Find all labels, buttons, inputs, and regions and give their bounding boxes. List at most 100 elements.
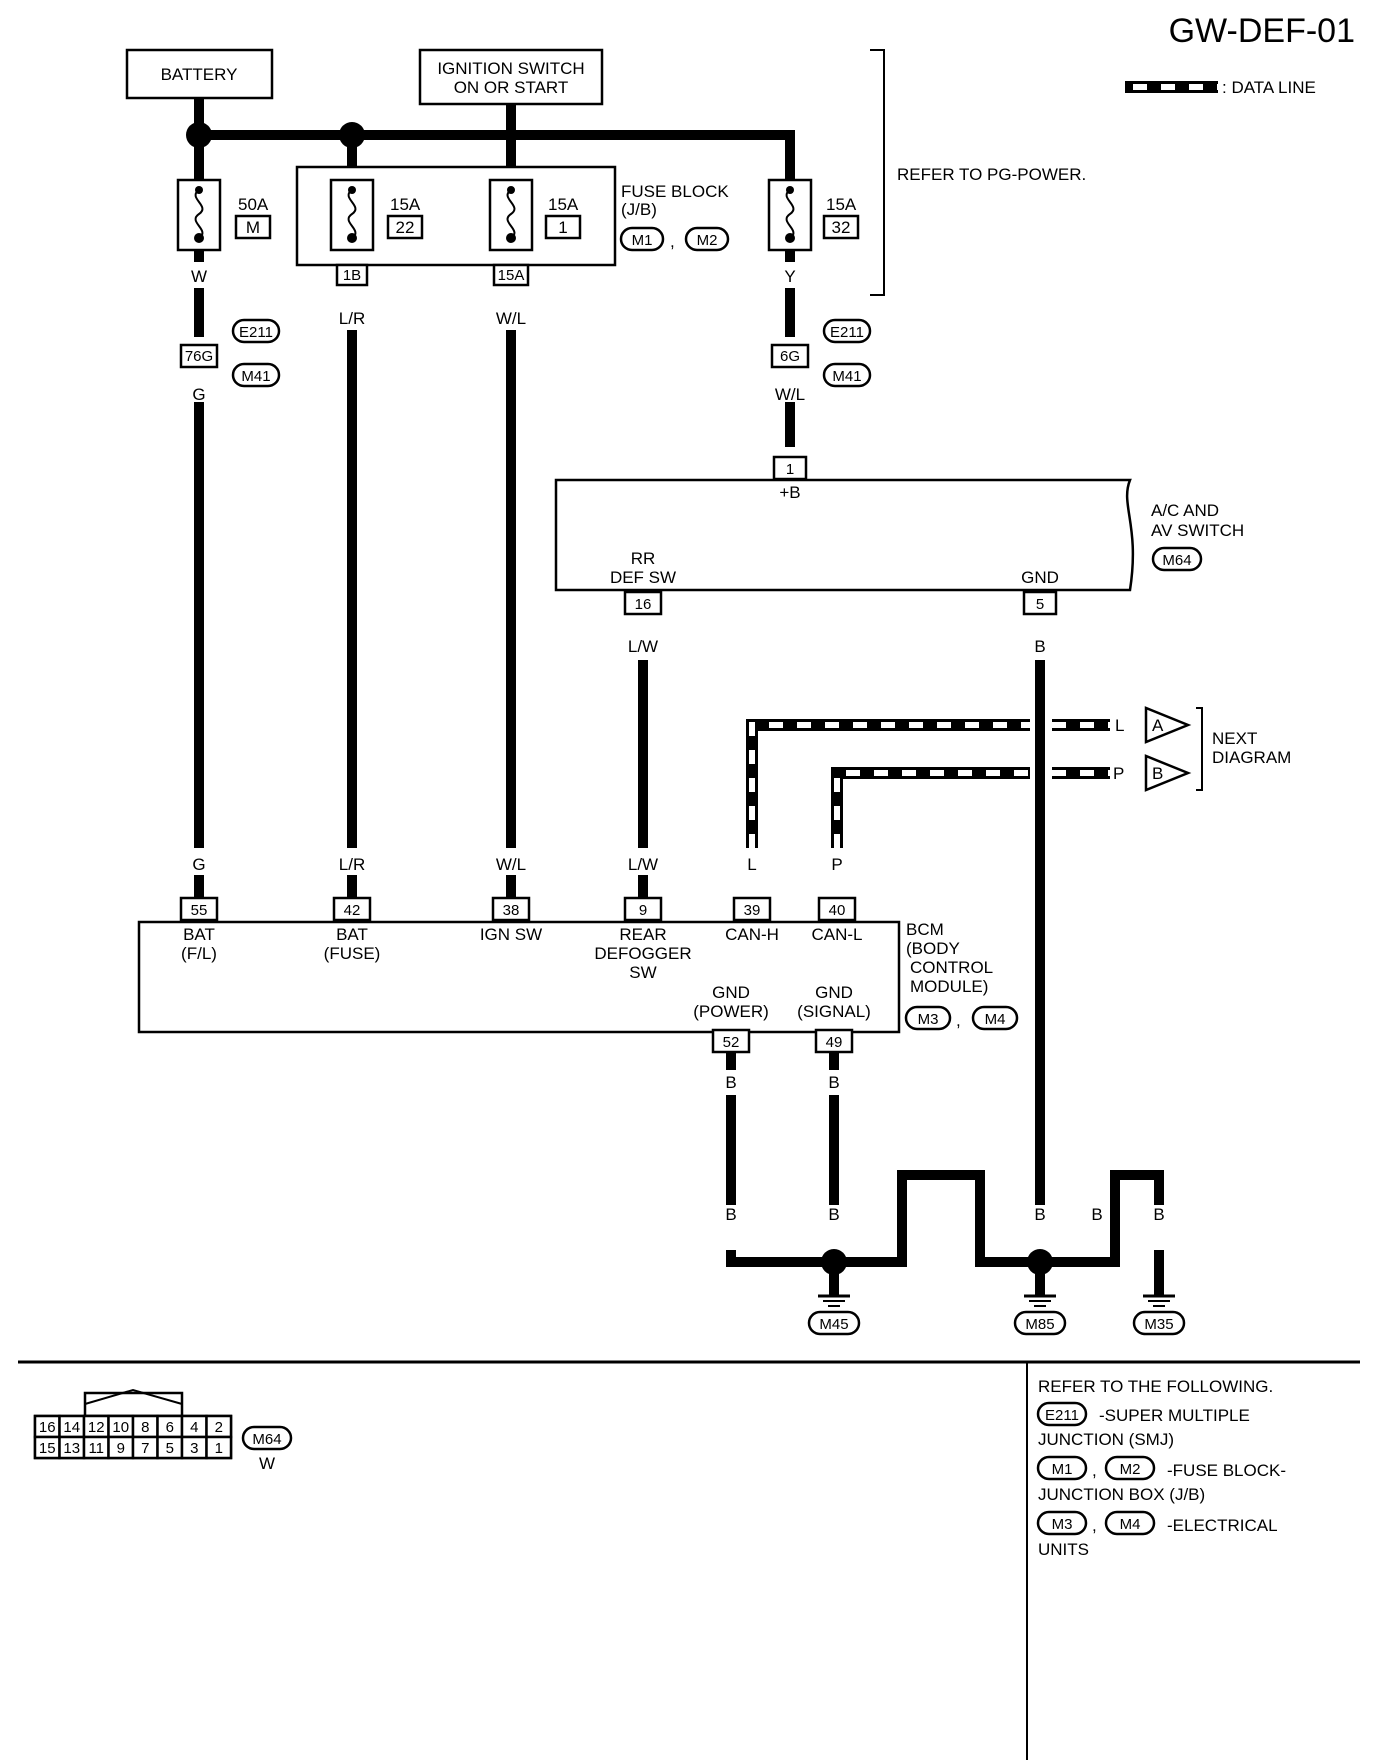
connector-pin-number: 5: [166, 1440, 174, 1457]
fuse2-id: 22: [396, 218, 415, 237]
fuse3-conn-box: [492, 263, 530, 287]
gnd-wire-b2: B: [828, 1205, 839, 1224]
connector-color: W: [259, 1454, 275, 1473]
bcm-pin-number: 42: [344, 902, 361, 919]
can-h-data-line: [746, 719, 1110, 848]
fuse-block-conn2: M2: [697, 232, 718, 249]
pg-power-bracket: [870, 49, 885, 296]
fuse2-conn-box: [335, 263, 369, 287]
ac-pin16-label-1: RR: [631, 549, 656, 568]
can-l-data-line: [831, 767, 1110, 848]
next-a-letter: A: [1152, 716, 1164, 735]
fuse3-id-box: [544, 214, 582, 240]
bcm-pin-wire-color: P: [831, 855, 842, 874]
bcm-pin-box: [732, 896, 772, 922]
refer2-conn-2: M2: [1120, 1461, 1141, 1478]
junction-left-bot-pill: [231, 362, 281, 388]
connector-pin-number: 16: [39, 1419, 56, 1436]
refer2-text-1: -FUSE BLOCK-: [1167, 1461, 1286, 1480]
bcm-pin-label: BAT: [336, 925, 368, 944]
ac-switch-body: [554, 478, 1135, 592]
fuse3-conn: 15A: [498, 267, 525, 284]
bcm-name-1: BCM: [906, 920, 944, 939]
junction-right-top-pill: [822, 318, 872, 344]
gnd-wire-b6: B: [1091, 1205, 1102, 1224]
gnd-wire-52: B: [725, 1073, 736, 1092]
ground-m85-pill: [1013, 1310, 1067, 1336]
ac-switch-name-2: AV SWITCH: [1151, 521, 1244, 540]
gnd-wire-b7: B: [1153, 1205, 1164, 1224]
bcm-gnd-power-2: (POWER): [693, 1002, 769, 1021]
fuse4-wire-color: Y: [784, 267, 795, 286]
ac-pin5-box: [1022, 590, 1058, 616]
refer3-text-1: -ELECTRICAL: [1167, 1516, 1278, 1535]
fuse1-id-box: [234, 214, 272, 240]
bcm-pin-label: DEFOGGER: [594, 944, 691, 963]
ac-gnd-wire: B: [1034, 637, 1045, 656]
bcm-pin-wire-color: L/W: [628, 855, 658, 874]
fuse2-id-box: [386, 214, 424, 240]
bcm-conn1-pill: [904, 1005, 952, 1031]
bcm-conn2-pill: [971, 1005, 1019, 1031]
fuse-15a-1: [488, 178, 534, 252]
ground-wires: [726, 1095, 1164, 1295]
ignition-bus-wire: [352, 130, 795, 180]
bcm-gnd-signal-2: (SIGNAL): [797, 1002, 871, 1021]
junction-right-wire: W/L: [775, 385, 805, 404]
ac-pin5-label: GND: [1021, 568, 1059, 587]
bcm-pin-number: 39: [744, 902, 761, 919]
battery-label: BATTERY: [161, 65, 238, 84]
refer3-comma: ,: [1092, 1516, 1097, 1535]
gnd-wire-b1: B: [725, 1205, 736, 1224]
refer2-comma: ,: [1092, 1461, 1097, 1480]
ground-symbol-m45: [818, 1294, 850, 1307]
battery-bus-wire: [194, 98, 352, 140]
connector-pin-number: 7: [141, 1440, 149, 1457]
bcm-pin-label: REAR: [619, 925, 666, 944]
connector-pin-number: 11: [88, 1440, 104, 1457]
data-line-legend: : DATA LINE: [1125, 78, 1316, 97]
ground-splice-m45: [821, 1249, 847, 1275]
gnd-wire-b5: B: [1034, 1205, 1045, 1224]
refer1-conn: E211: [1045, 1407, 1079, 1424]
fuse-block-label-2: (J/B): [621, 200, 657, 219]
splice-battery: [186, 122, 212, 148]
ac-pin16-box: [623, 590, 663, 616]
ignition-label-1: IGNITION SWITCH: [437, 59, 584, 78]
refer1-text-2: JUNCTION (SMJ): [1038, 1430, 1174, 1449]
junction-right-pin: 6G: [780, 348, 800, 365]
refer1-pill: [1036, 1401, 1088, 1427]
connector-pin-number: 10: [112, 1419, 129, 1436]
bcm-conn1: M3: [918, 1011, 939, 1028]
fuse3-wire-color: W/L: [496, 309, 526, 328]
bcm-pin49: 49: [826, 1034, 843, 1051]
bcm-pin-label: CAN-H: [725, 925, 779, 944]
connector-cell: [205, 1435, 233, 1460]
ac-switch-conn-pill: [1151, 546, 1203, 572]
refer3-conn-2: M4: [1120, 1516, 1141, 1533]
bcm-gnd-power-1: GND: [712, 983, 750, 1002]
bcm-name-3: CONTROL: [910, 958, 993, 977]
fuse2-wire-color: L/R: [339, 309, 365, 328]
fuse3-amp: 15A: [548, 195, 579, 214]
connector-pin-number: 13: [63, 1440, 80, 1457]
ignition-switch-box: [418, 48, 604, 106]
connector-pin-number: 4: [190, 1419, 198, 1436]
ground-splice-m85: [1027, 1249, 1053, 1275]
bcm-pin52: 52: [723, 1034, 740, 1051]
ground-m45: M45: [819, 1316, 848, 1333]
next-bracket: [1196, 707, 1203, 791]
ac-pin1-box: [772, 455, 808, 481]
fuse3-id: 1: [558, 218, 567, 237]
ac-def-wire: L/W: [628, 637, 658, 656]
fuse-block-label-1: FUSE BLOCK: [621, 182, 729, 201]
next-a-wire: L: [1115, 716, 1124, 735]
bcm-conn2: M4: [985, 1011, 1006, 1028]
ground-symbol-m35: [1143, 1294, 1175, 1307]
ac-pin16-label-2: DEF SW: [610, 568, 676, 587]
ac-switch-conn: M64: [1162, 552, 1191, 569]
refer2-conn-1: M1: [1052, 1461, 1073, 1478]
ac-pin5: 5: [1036, 596, 1044, 613]
bcm-name-4: MODULE): [910, 977, 988, 996]
